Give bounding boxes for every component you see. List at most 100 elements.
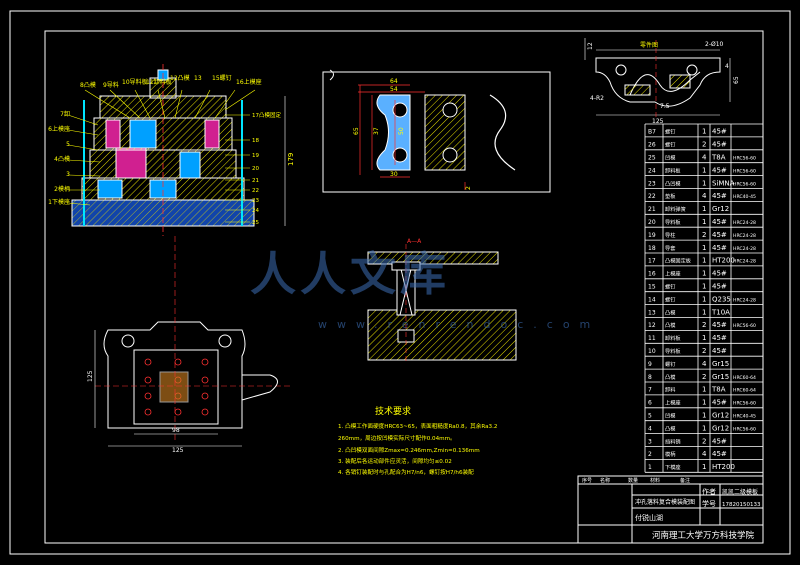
- table-cell-note: HRC56-60: [733, 426, 756, 432]
- author-label: 作者: [702, 487, 716, 496]
- table-cell-no: 22: [648, 193, 656, 200]
- tech-requirements: 技术要求 1. 凸模工作面硬度HRC63~65，表面粗糙度Ra0.8，其余Ra3…: [338, 405, 497, 476]
- table-cell-qty: 1: [702, 257, 706, 265]
- table-cell-no: 9: [648, 361, 652, 368]
- table-cell-name: 模柄: [665, 450, 675, 458]
- table-cell-note: HRC24-28: [733, 259, 756, 265]
- table-cell-name: 凹模: [665, 154, 675, 162]
- table-cell-no: 11: [648, 335, 656, 342]
- title-block: [577, 475, 764, 544]
- table-cell-name: 凸模: [665, 424, 675, 432]
- table-cell-mat: Gr12: [712, 424, 729, 432]
- table-cell-mat: Gr15: [712, 373, 729, 381]
- dim: 64: [390, 78, 398, 85]
- table-cell-mat: T8A: [711, 154, 726, 162]
- table-cell-name: 凸凹模: [665, 179, 681, 187]
- table-cell-name: 螺钉: [665, 128, 675, 136]
- table-cell-note: HRC24-28: [733, 233, 756, 239]
- table-cell-no: 4: [648, 425, 652, 432]
- table-cell-name: 垫板: [665, 192, 676, 200]
- title-block-header: 序号 名称 数量 材料 备注: [582, 477, 690, 484]
- table-cell-note: HRC40-45: [733, 414, 756, 420]
- table-cell-qty: 1: [702, 295, 706, 303]
- dim: 4-R2: [590, 95, 604, 102]
- table-cell-no: 7: [648, 387, 652, 394]
- tech-line: 1. 凸模工作面硬度HRC63~65，表面粗糙度Ra0.8，其余Ra3.2: [338, 422, 497, 430]
- table-cell-no: 10: [648, 348, 656, 355]
- table-cell-no: 1: [648, 464, 652, 471]
- section-a-a-view: [367, 244, 517, 362]
- table-cell-note: HRC60-64: [733, 375, 756, 381]
- table-cell-mat: SiMNA: [712, 179, 735, 187]
- table-cell-name: 导料板: [665, 218, 681, 226]
- assembly-section-view: [67, 64, 286, 236]
- watermark: 人人文库: [250, 247, 450, 301]
- outer-border: [9, 10, 791, 555]
- table-cell-qty: 1: [702, 244, 706, 252]
- table-cell-qty: 2: [702, 321, 706, 329]
- table-cell-qty: 1: [702, 399, 706, 407]
- table-cell-no: 13: [648, 309, 656, 316]
- callout: 5: [66, 141, 70, 148]
- table-cell-name: 导柱: [665, 231, 675, 239]
- table-cell-mat: HT200: [712, 463, 735, 471]
- table-cell-mat: 45#: [712, 334, 727, 342]
- part-drawing: [584, 38, 731, 118]
- callout: 2模柄: [54, 185, 70, 193]
- table-cell-no: B7: [648, 129, 656, 136]
- table-cell-note: HRC56-60: [733, 181, 756, 187]
- overall-height-dim: 179: [287, 153, 295, 166]
- callout: 25: [252, 220, 259, 226]
- tech-line: 3. 装配后各运动部件应灵活，间隙均匀≤0.02: [338, 457, 452, 465]
- header-cell: 序号: [582, 477, 592, 484]
- table-cell-note: HRC24-28: [733, 297, 756, 303]
- callout: 24: [252, 208, 259, 214]
- table-cell-note: HRC60-64: [733, 388, 756, 394]
- table-cell-qty: 2: [702, 437, 706, 445]
- table-cell-no: 3: [648, 438, 652, 445]
- dim: 4: [725, 63, 729, 70]
- table-cell-no: 26: [648, 142, 656, 149]
- author: 凯凯二级模板: [722, 488, 758, 496]
- plan-dims: 125 98 125: [87, 370, 184, 454]
- dim: 12: [587, 42, 594, 50]
- callout: 1下模座: [48, 198, 70, 206]
- table-cell-name: 挡料销: [665, 437, 681, 445]
- table-cell-mat: Gr12: [712, 412, 729, 420]
- callout: 11卸料板: [146, 78, 172, 86]
- callout: 3: [66, 171, 70, 178]
- table-cell-name: 卸料板: [665, 334, 681, 342]
- dim: 2-Ø10: [705, 41, 724, 48]
- callout: 7卸: [60, 110, 70, 118]
- parts-table: B7 螺钉 1 45# 26 螺钉 2 45# 2 5 凹模 4 T8A HRC56-60 24 卸料板 1 45…: [644, 123, 764, 473]
- table-cell-note: HRC24-28: [733, 246, 756, 252]
- table-cell-name: 螺钉: [665, 360, 675, 368]
- dim: 50: [398, 127, 405, 135]
- table-cell-no: 20: [648, 219, 656, 226]
- callout: 18: [252, 138, 259, 144]
- callout: 19: [252, 153, 259, 159]
- table-cell-name: 导套: [665, 244, 676, 252]
- callout: 8凸模: [80, 81, 96, 89]
- table-cell-mat: Gr15: [712, 360, 729, 368]
- table-cell-name: 螺钉: [665, 141, 675, 149]
- table-cell-no: 24: [648, 167, 656, 174]
- table-cell-mat: 45#: [712, 450, 727, 458]
- table-cell-mat: 45#: [712, 218, 727, 226]
- table-cell-no: 15: [648, 284, 656, 291]
- callout: 23: [252, 198, 259, 204]
- table-cell-name: 卸料: [665, 386, 675, 394]
- callout: 15螺钉: [212, 74, 232, 82]
- dim: 125: [652, 118, 664, 125]
- callout: 9导料: [103, 81, 119, 89]
- callout: 13: [194, 75, 202, 82]
- part-title: 零件图: [640, 41, 658, 49]
- table-cell-qty: 2: [702, 141, 706, 149]
- callout: 17凸模固定: [252, 111, 281, 119]
- table-cell-note: HRC40-45: [733, 194, 756, 200]
- table-cell-no: 5: [648, 413, 652, 420]
- table-cell-mat: 45#: [712, 231, 727, 239]
- table-cell-name: 螺钉: [665, 283, 675, 291]
- tech-line: 260mm，周边按凹模实际尺寸配作0.04mm。: [338, 434, 456, 442]
- table-cell-name: 凸模: [665, 308, 675, 316]
